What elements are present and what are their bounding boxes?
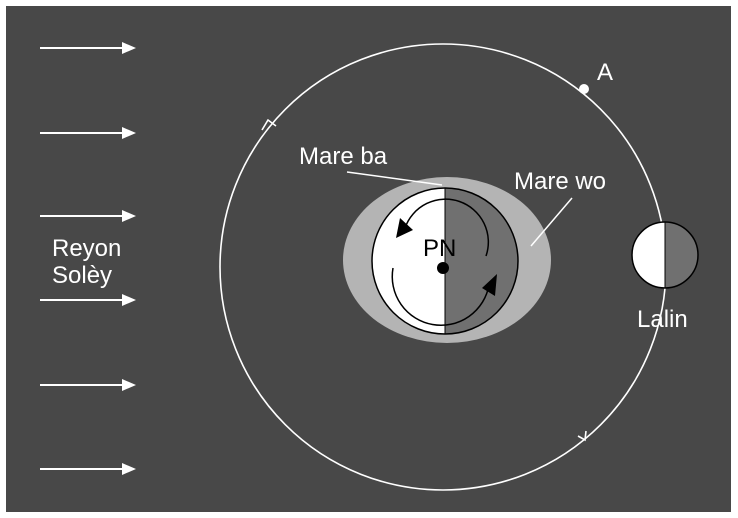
moon bbox=[631, 221, 699, 289]
north-pole-dot bbox=[437, 262, 449, 274]
chevron-arrow-icon bbox=[577, 430, 587, 442]
right-arrow-icon bbox=[40, 379, 136, 391]
right-arrow-icon bbox=[40, 294, 136, 306]
sun-rays bbox=[40, 42, 136, 475]
sun-rays-label-line2: Solèy bbox=[52, 262, 112, 289]
point-a-marker bbox=[579, 84, 589, 94]
moon-label: Lalin bbox=[637, 306, 688, 333]
point-a-label: A bbox=[597, 59, 613, 86]
low-tide-pointer bbox=[346, 171, 443, 186]
low-tide-label: Mare ba bbox=[299, 143, 388, 170]
high-tide-pointer bbox=[530, 197, 573, 247]
earth bbox=[371, 187, 519, 335]
chevron-arrow-icon bbox=[261, 118, 277, 131]
right-arrow-icon bbox=[40, 210, 136, 222]
curved-arrow-icon bbox=[396, 198, 490, 257]
high-tide-label: Mare wo bbox=[514, 168, 606, 195]
north-pole-label: PN bbox=[423, 235, 456, 262]
sun-rays-label-line1: Reyon bbox=[52, 235, 121, 262]
right-arrow-icon bbox=[40, 42, 136, 54]
curved-arrow-icon bbox=[391, 267, 497, 326]
right-arrow-icon bbox=[40, 127, 136, 139]
right-arrow-icon bbox=[40, 463, 136, 475]
